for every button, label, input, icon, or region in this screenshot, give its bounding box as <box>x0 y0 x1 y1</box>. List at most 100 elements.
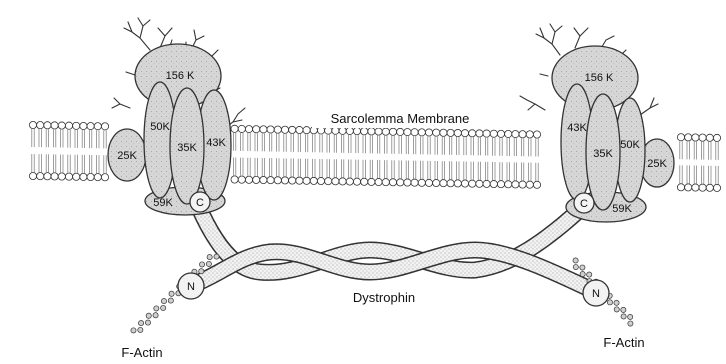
right-43k-label: 43K <box>567 122 587 134</box>
lipid-head <box>353 128 360 135</box>
lipid-head <box>325 127 332 134</box>
left-35k-subunit: 35K <box>170 88 204 204</box>
right-35k-label: 35K <box>593 148 613 160</box>
lipid-head <box>361 178 368 185</box>
right-25k-label: 25K <box>647 158 667 170</box>
lipid-head <box>685 184 692 191</box>
lipid-head <box>245 176 252 183</box>
lipid-head <box>677 184 684 191</box>
lipid-head <box>245 125 252 132</box>
lipid-head <box>505 130 512 137</box>
lipid-head <box>699 184 706 191</box>
lipid-head <box>267 126 274 133</box>
sarcolemma-membrane-label: Sarcolemma Membrane <box>331 111 470 126</box>
actin-monomer <box>169 291 174 296</box>
lipid-head <box>231 125 238 132</box>
actin-monomer <box>573 264 578 269</box>
actin-monomer <box>161 298 166 303</box>
lipid-head <box>51 122 58 129</box>
f-actin-right-label: F-Actin <box>603 335 644 350</box>
actin-monomer <box>145 320 150 325</box>
lipid-head <box>440 129 447 136</box>
lipid-head <box>490 130 497 137</box>
lipid-head <box>296 126 303 133</box>
lipid-head <box>339 178 346 185</box>
lipid-head <box>692 134 699 141</box>
actin-monomer <box>161 305 166 310</box>
lipid-head <box>346 127 353 134</box>
lipid-head <box>389 128 396 135</box>
lipid-head <box>368 128 375 135</box>
n-terminus-left: N <box>178 273 204 299</box>
f-actin-left-label: F-Actin <box>121 345 162 360</box>
lipid-head <box>404 179 411 186</box>
lipid-head <box>483 180 490 187</box>
right-156k-label: 156 K <box>585 72 614 84</box>
actin-monomer <box>199 262 204 267</box>
lipid-head <box>361 128 368 135</box>
actin-monomer <box>587 272 592 277</box>
lipid-head <box>685 134 692 141</box>
lipid-head <box>699 134 706 141</box>
actin-monomer <box>621 307 626 312</box>
lipid-head <box>519 131 526 138</box>
left-156k-label: 156 K <box>166 70 195 82</box>
lipid-head <box>397 179 404 186</box>
lipid-head <box>692 184 699 191</box>
lipid-head <box>404 128 411 135</box>
actin-monomer <box>207 254 212 259</box>
lipid-head <box>505 181 512 188</box>
left-43k-label: 43K <box>206 137 226 149</box>
lipid-head <box>37 122 44 129</box>
lipid-head <box>433 179 440 186</box>
lipid-head <box>238 176 245 183</box>
dystrophin-molecule <box>190 203 596 292</box>
lipid-head <box>274 177 281 184</box>
lipid-head <box>512 131 519 138</box>
lipid-head <box>418 129 425 136</box>
lipid-head <box>37 173 44 180</box>
lipid-head <box>461 180 468 187</box>
left-c-terminus-label: C <box>196 197 204 209</box>
lipid-head <box>303 127 310 134</box>
dystrophin-label: Dystrophin <box>353 290 415 305</box>
actin-monomer <box>573 258 578 263</box>
actin-monomer <box>154 306 159 311</box>
lipid-head <box>58 173 65 180</box>
actin-monomer <box>621 314 626 319</box>
lipid-head <box>339 127 346 134</box>
lipid-head <box>73 173 80 180</box>
lipid-head <box>706 184 713 191</box>
actin-monomer <box>131 328 136 333</box>
lipid-head <box>346 178 353 185</box>
left-dystroglycan-complex: 25K 59K 156 K 43K 50K 35K C <box>108 18 245 215</box>
right-dystroglycan-complex: 25K 59K 156 K 50K 43K 35K C <box>520 24 674 222</box>
lipid-head <box>461 130 468 137</box>
lipid-head <box>101 174 108 181</box>
lipid-head <box>454 180 461 187</box>
lipid-head <box>677 134 684 141</box>
lipid-head <box>231 176 238 183</box>
lipid-head <box>87 173 94 180</box>
lipid-head <box>382 179 389 186</box>
lipid-head <box>519 181 526 188</box>
lipid-head <box>425 129 432 136</box>
right-c-terminus: C <box>574 193 594 213</box>
lipid-head <box>65 173 72 180</box>
actin-monomer <box>628 321 633 326</box>
lipid-head <box>253 176 260 183</box>
lipid-head <box>101 123 108 130</box>
lipid-head <box>447 129 454 136</box>
n-terminus-right-label: N <box>592 288 600 300</box>
lipid-head <box>303 177 310 184</box>
lipid-head <box>87 122 94 129</box>
lipid-head <box>389 179 396 186</box>
lipid-head <box>375 178 382 185</box>
lipid-head <box>29 121 36 128</box>
actin-monomer <box>607 300 612 305</box>
lipid-head <box>289 177 296 184</box>
lipid-head <box>382 128 389 135</box>
lipid-head <box>281 177 288 184</box>
lipid-head <box>353 178 360 185</box>
